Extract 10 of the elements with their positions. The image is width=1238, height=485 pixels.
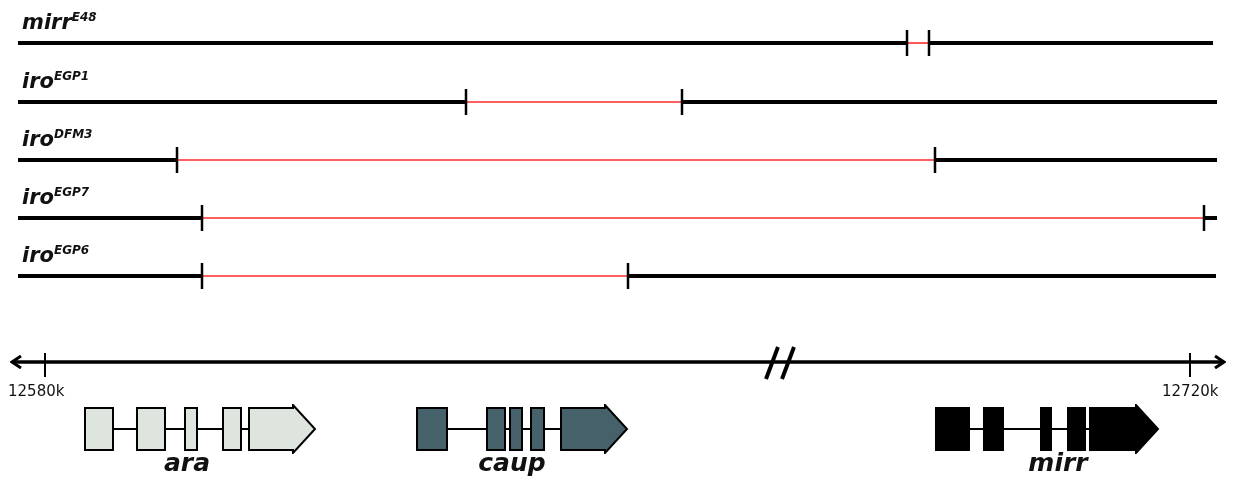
allele-name: iro$^{EGP7}$: [22, 187, 90, 208]
gene-name: mirr: [1028, 450, 1088, 475]
allele-name: iro$^{EGP1}$: [22, 71, 90, 92]
axis-coordinate-label: 12580k: [8, 384, 65, 399]
allele-name: iro$^{EGP6}$: [22, 245, 90, 266]
axis-coordinate-label: 12720k: [1162, 384, 1219, 399]
gene-name: ara: [163, 450, 211, 475]
allele-name: iro$^{DFM3}$: [22, 129, 93, 150]
gene-name: caup: [478, 450, 546, 475]
allele-name: mirr$^{E48}$: [22, 12, 97, 33]
